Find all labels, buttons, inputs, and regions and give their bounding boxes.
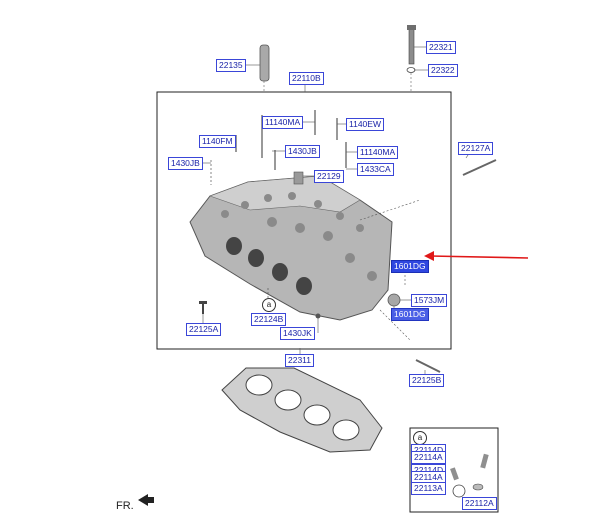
label-inset-22112a[interactable]: 22112A xyxy=(462,497,497,510)
label-22124b[interactable]: 22124B xyxy=(251,313,287,326)
highlight-arrow xyxy=(424,251,529,261)
inset-reference-marker-a: a xyxy=(413,431,427,445)
head-gasket-illustration xyxy=(221,367,383,453)
label-1140fm[interactable]: 1140FM xyxy=(199,135,236,148)
label-22135[interactable]: 22135 xyxy=(216,59,246,72)
front-direction-label: FR. xyxy=(116,500,134,512)
label-1573jm[interactable]: 1573JM xyxy=(411,294,448,307)
stud-22135-illustration xyxy=(259,44,270,92)
cylinder-head-illustration xyxy=(189,171,393,321)
label-1430jk[interactable]: 1430JK xyxy=(280,327,315,340)
label-1601dg-highlighted[interactable]: 1601DG xyxy=(391,260,429,273)
label-1601dg-lower[interactable]: 1601DG xyxy=(391,308,429,321)
label-11140ma-mid[interactable]: 11140MA xyxy=(357,146,399,159)
label-1433ca[interactable]: 1433CA xyxy=(357,163,394,176)
assembly-frame xyxy=(156,91,452,350)
plug-illustration xyxy=(387,293,401,307)
label-22322[interactable]: 22322 xyxy=(428,64,458,77)
label-1430jb-left[interactable]: 1430JB xyxy=(168,157,203,170)
label-22125a[interactable]: 22125A xyxy=(186,323,222,336)
label-inset-22114a-top[interactable]: 22114A xyxy=(411,451,446,464)
valve-components-illustration xyxy=(450,453,489,498)
label-22127a[interactable]: 22127A xyxy=(458,142,494,155)
bolt-22321-illustration xyxy=(406,25,416,92)
small-bolts xyxy=(210,110,347,185)
inset-frame xyxy=(409,427,499,513)
label-inset-22113a[interactable]: 22113A xyxy=(411,482,446,495)
label-22125b[interactable]: 22125B xyxy=(409,374,445,387)
front-arrow-icon xyxy=(138,494,154,506)
label-1430jb-mid[interactable]: 1430JB xyxy=(285,145,320,158)
label-22311[interactable]: 22311 xyxy=(285,354,315,367)
label-22321[interactable]: 22321 xyxy=(426,41,456,54)
label-11140ma-top[interactable]: 11140MA xyxy=(262,116,304,129)
label-22110b[interactable]: 22110B xyxy=(289,72,324,85)
reference-marker-a: a xyxy=(262,298,276,312)
label-1140ew[interactable]: 1140EW xyxy=(346,118,384,131)
label-22129[interactable]: 22129 xyxy=(314,170,344,183)
